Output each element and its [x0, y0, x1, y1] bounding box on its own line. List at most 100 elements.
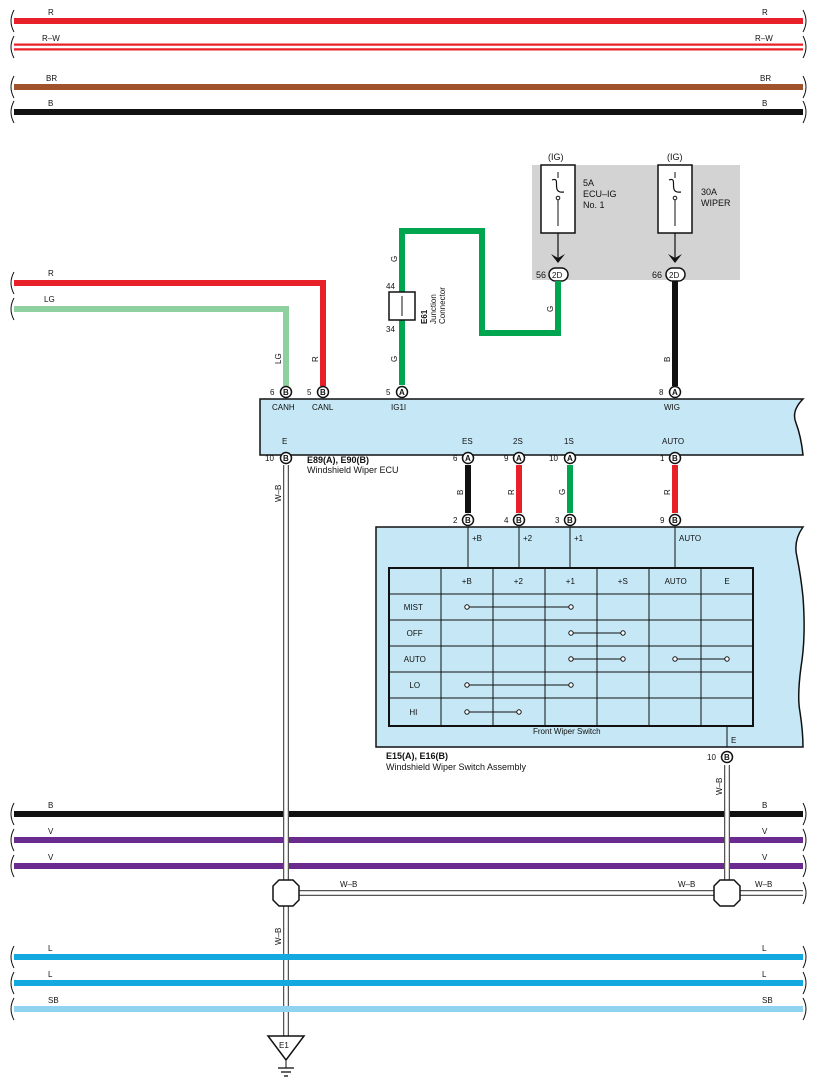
bus-label-left: B — [48, 801, 53, 810]
pin-number: 6 — [453, 454, 458, 463]
continuity-link — [568, 656, 626, 662]
fuse-wiper: (IG) 30A WIPER 66 2D — [652, 152, 731, 282]
connector-code: 2D — [552, 271, 562, 280]
fuse-name-2: No. 1 — [583, 200, 605, 210]
junction-name-2: Connector — [438, 287, 447, 324]
pin-number: 2 — [453, 516, 458, 525]
table-column-header: AUTO — [665, 577, 687, 586]
arrow-down-icon — [551, 254, 565, 263]
table-column-header: +S — [618, 577, 628, 586]
junction-pin-top: 44 — [386, 282, 395, 291]
bus-label-left: L — [48, 944, 53, 953]
pin-number: 8 — [659, 388, 664, 397]
splice-point — [272, 879, 300, 907]
table-row-label: MIST — [404, 603, 423, 612]
wire-label: LG — [44, 295, 55, 304]
connector-letter: B — [320, 388, 326, 397]
ecu-connector-codes: E89(A), E90(B) — [307, 455, 369, 465]
pin-number: 10 — [549, 454, 558, 463]
terminal-name: E — [731, 736, 736, 745]
bus-label-right: B — [762, 99, 767, 108]
wire-label: W–B — [755, 880, 772, 889]
connector-pin-circle — [279, 451, 293, 465]
bus-label-right: V — [762, 853, 768, 862]
connector-letter: A — [465, 454, 471, 463]
switch-ground-terminal: B10 — [707, 750, 734, 764]
ground-point-e1: E1 — [266, 1035, 306, 1077]
switch-top-terminal: B4+2 — [504, 513, 533, 568]
connector-pin-circle — [720, 750, 734, 764]
ecu-switch-wires: B R G R — [456, 465, 678, 513]
terminal-name: CANH — [272, 403, 295, 412]
terminal-name: +2 — [523, 534, 533, 543]
connector-pin-circle — [668, 385, 682, 399]
bus-label-right: SB — [762, 996, 773, 1005]
connector-letter: B — [516, 516, 522, 525]
wire-label: LG — [274, 353, 283, 364]
table-row-label: HI — [409, 708, 417, 717]
pin-number: 6 — [270, 388, 275, 397]
table-row-label: OFF — [407, 629, 423, 638]
connector-letter: A — [399, 388, 405, 397]
connector-pin-circle — [563, 451, 577, 465]
bus-break-marks — [10, 9, 807, 124]
arrow-down-icon — [668, 254, 682, 263]
terminal-name: +B — [472, 534, 482, 543]
connector-pin-circle — [279, 385, 293, 399]
wire-lg-canh: LG LG — [10, 295, 289, 386]
wire-label: W–B — [715, 778, 724, 795]
bus-label-left: L — [48, 970, 53, 979]
continuity-link — [568, 630, 626, 636]
bus-label-right: B — [762, 801, 767, 810]
wire-b-wig: B — [663, 281, 678, 386]
bus-label-right: L — [762, 970, 767, 979]
table-column-header: +1 — [566, 577, 576, 586]
wire-r-canl: R R — [10, 269, 326, 386]
wire-g-ig: G G G — [390, 228, 561, 385]
wire-label: W–B — [274, 928, 283, 945]
pin-number: 9 — [504, 454, 509, 463]
connector-letter: B — [672, 516, 678, 525]
bus-label-left: R — [48, 8, 54, 17]
connector-pin-circle — [512, 513, 526, 527]
ground-label: E1 — [279, 1041, 289, 1050]
splice-point — [713, 879, 741, 907]
bus-label-right: L — [762, 944, 767, 953]
pin-number: 5 — [386, 388, 391, 397]
connector-letter: B — [465, 516, 471, 525]
pin-number: 5 — [307, 388, 312, 397]
top-bus-rw: R–W R–W — [14, 34, 803, 51]
connector-pin-circle — [395, 385, 409, 399]
fuse-rating: 30A — [701, 187, 717, 197]
wire-label: B — [663, 357, 672, 362]
terminal-name: AUTO — [679, 534, 701, 543]
continuity-link — [464, 709, 522, 715]
switch-name: Windshield Wiper Switch Assembly — [386, 762, 527, 772]
terminal-name: IG1I — [391, 403, 406, 412]
bus-label-left: V — [48, 827, 54, 836]
wire-label: G — [546, 306, 555, 312]
junction-id: E61 — [420, 309, 429, 324]
wire-label: W–B — [678, 880, 695, 889]
connector-pin-circle — [316, 385, 330, 399]
wire-label: G — [390, 356, 399, 362]
connector-letter: A — [516, 454, 522, 463]
fuse-pin-number: 66 — [652, 270, 662, 280]
switch-top-terminal: B3+1 — [555, 513, 584, 568]
junction-connector: 44 34 E61 Junction Connector — [386, 282, 447, 334]
table-row-label: LO — [409, 681, 420, 690]
connector-pin-circle — [563, 513, 577, 527]
ecu-bottom-terminal: A6 ES — [453, 437, 475, 465]
terminal-name: ES — [462, 437, 473, 446]
fuse-ecu-ig: (IG) 5A ECU–IG No. 1 56 2D — [536, 152, 617, 282]
fuse-source-label: (IG) — [667, 152, 683, 162]
